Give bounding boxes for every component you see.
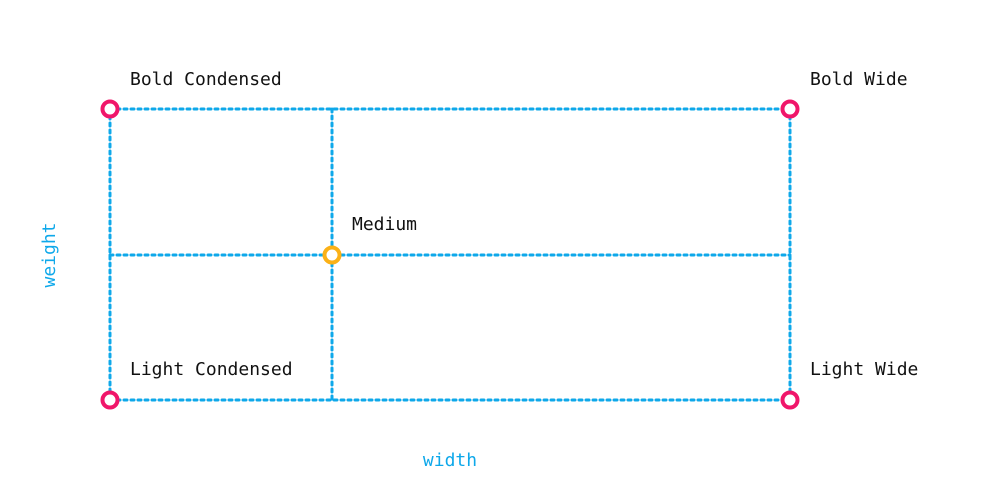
axis-label-width: width <box>423 450 477 471</box>
marker-light-wide <box>780 390 800 410</box>
label-light-condensed: Light Condensed <box>130 359 293 380</box>
label-light-wide: Light Wide <box>810 359 918 380</box>
markers <box>100 99 800 410</box>
label-bold-condensed: Bold Condensed <box>130 69 282 90</box>
label-medium: Medium <box>352 214 417 235</box>
marker-light-condensed <box>100 390 120 410</box>
axis-label-weight: weight <box>39 222 60 287</box>
marker-medium <box>322 245 342 265</box>
marker-bold-condensed <box>100 99 120 119</box>
grid-lines <box>108 107 792 402</box>
marker-bold-wide <box>780 99 800 119</box>
label-bold-wide: Bold Wide <box>810 69 908 90</box>
